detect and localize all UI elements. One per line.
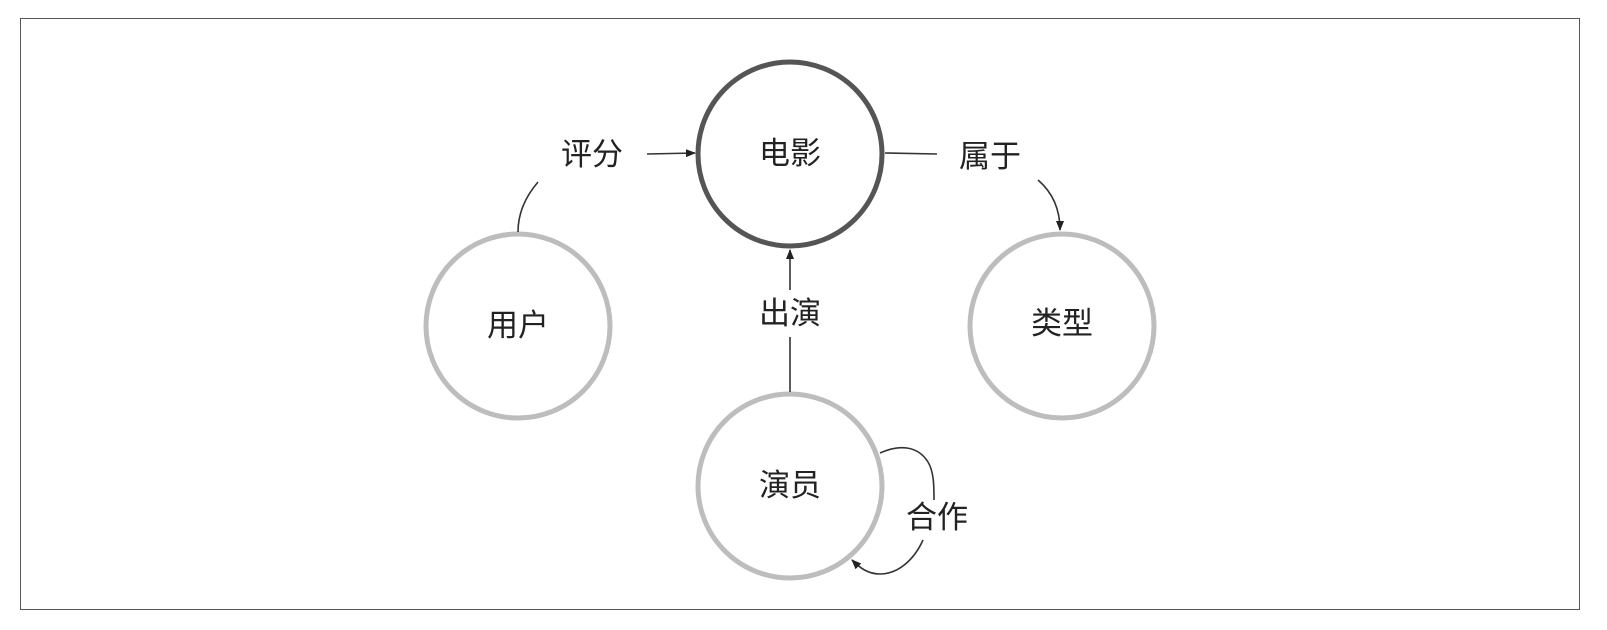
edge-collaborates: 合作: [851, 446, 968, 575]
node-actor: 演员: [695, 391, 885, 581]
node-user-label: 用户: [487, 308, 549, 344]
node-genre-circle: [967, 231, 1157, 421]
node-movie-circle: [695, 59, 885, 249]
edge-belongs-to-label: 属于: [959, 139, 1021, 175]
edge-belongs-to: 属于: [884, 139, 1064, 231]
edge-acts-in-label: 出演: [759, 296, 821, 332]
node-user-circle: [423, 231, 613, 421]
node-movie: 电影: [695, 59, 885, 249]
edge-belongs-to-line-from-movie: [884, 152, 938, 155]
node-genre: 类型: [967, 231, 1157, 421]
node-actor-label: 演员: [759, 468, 821, 504]
node-actor-circle: [695, 391, 885, 581]
edge-collaborates-loop-top: [879, 446, 935, 501]
edge-collaborates-loop-bottom: [851, 539, 924, 575]
node-genre-label: 类型: [1031, 306, 1093, 342]
edge-rates-label: 评分: [561, 137, 623, 173]
edge-rates-arrow-to-movie: [646, 149, 696, 158]
edge-belongs-to-arrow-to-genre: [1037, 179, 1064, 231]
node-movie-label: 电影: [759, 136, 821, 172]
node-user: 用户: [423, 231, 613, 421]
edge-collaborates-label: 合作: [906, 500, 968, 536]
edge-acts-in: 出演: [759, 249, 821, 392]
edge-rates-line-from-user: [517, 181, 539, 233]
edge-rates: 评分: [517, 137, 696, 233]
